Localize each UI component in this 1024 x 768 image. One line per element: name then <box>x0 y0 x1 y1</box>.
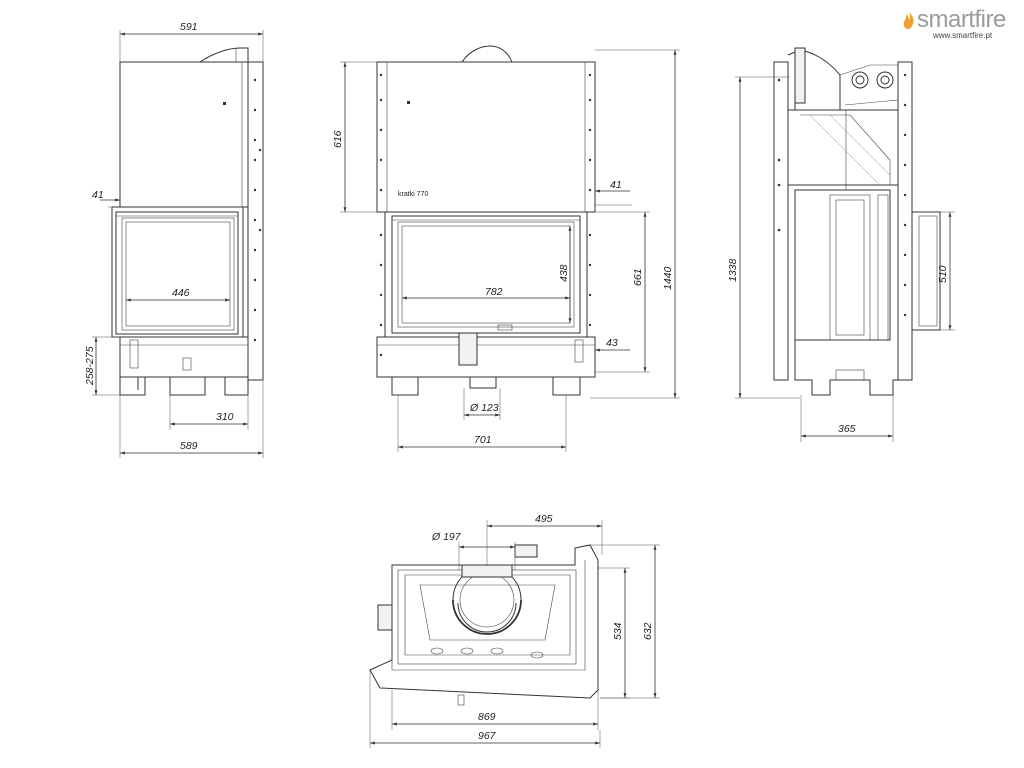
dim-side-total-height: 1338 <box>727 258 739 282</box>
brand-plate-label: kratki 770 <box>398 191 428 198</box>
flame-icon <box>903 11 914 29</box>
front-view: 591 41 <box>84 21 264 458</box>
front-side-rivets <box>253 78 262 342</box>
dim-front-leg-height: 258-275 <box>84 346 96 386</box>
dim-main-bottom-offset: 43 <box>606 337 618 349</box>
brand-url: www.smartfire.pt <box>933 31 993 40</box>
dim-front-side-offset: 41 <box>92 189 104 201</box>
dim-front-width-bottom: 589 <box>180 440 198 452</box>
dim-main-flue-diameter: Ø 123 <box>469 402 499 414</box>
dim-top-inner-width: 869 <box>478 711 496 723</box>
main-view: kratki 770 616 41 <box>332 45 680 452</box>
side-view: 510 1338 365 <box>727 47 955 442</box>
brand-name: smartfire <box>917 6 1006 33</box>
dim-front-glass-width: 446 <box>172 287 190 299</box>
dim-main-total-height: 1440 <box>662 266 674 290</box>
dim-side-depth: 365 <box>838 423 856 435</box>
dim-main-glass-width: 782 <box>485 286 503 298</box>
dim-top-flue-diameter: Ø 197 <box>431 531 462 543</box>
brand-logo: smartfire www.smartfire.pt <box>903 6 1021 42</box>
dim-main-hood-height: 616 <box>332 130 344 148</box>
dim-main-leg-spacing: 701 <box>474 434 492 446</box>
dim-main-door-height: 661 <box>632 268 644 286</box>
top-view: Ø 197 495 534 632 869 967 <box>369 513 660 748</box>
flue-ring <box>452 564 522 635</box>
dim-top-flue-offset: 495 <box>535 513 553 525</box>
dim-top-outer-width: 967 <box>478 730 497 742</box>
dim-main-side-offset: 41 <box>610 179 622 191</box>
dim-front-width-top: 591 <box>180 21 198 33</box>
dim-front-leg-spacing: 310 <box>216 411 234 423</box>
dim-top-inner-depth: 534 <box>612 622 624 640</box>
dim-top-outer-depth: 632 <box>642 622 654 640</box>
dim-side-air-inlet-height: 510 <box>937 265 949 283</box>
main-rivets <box>379 73 592 357</box>
dim-main-glass-height: 438 <box>558 264 570 282</box>
